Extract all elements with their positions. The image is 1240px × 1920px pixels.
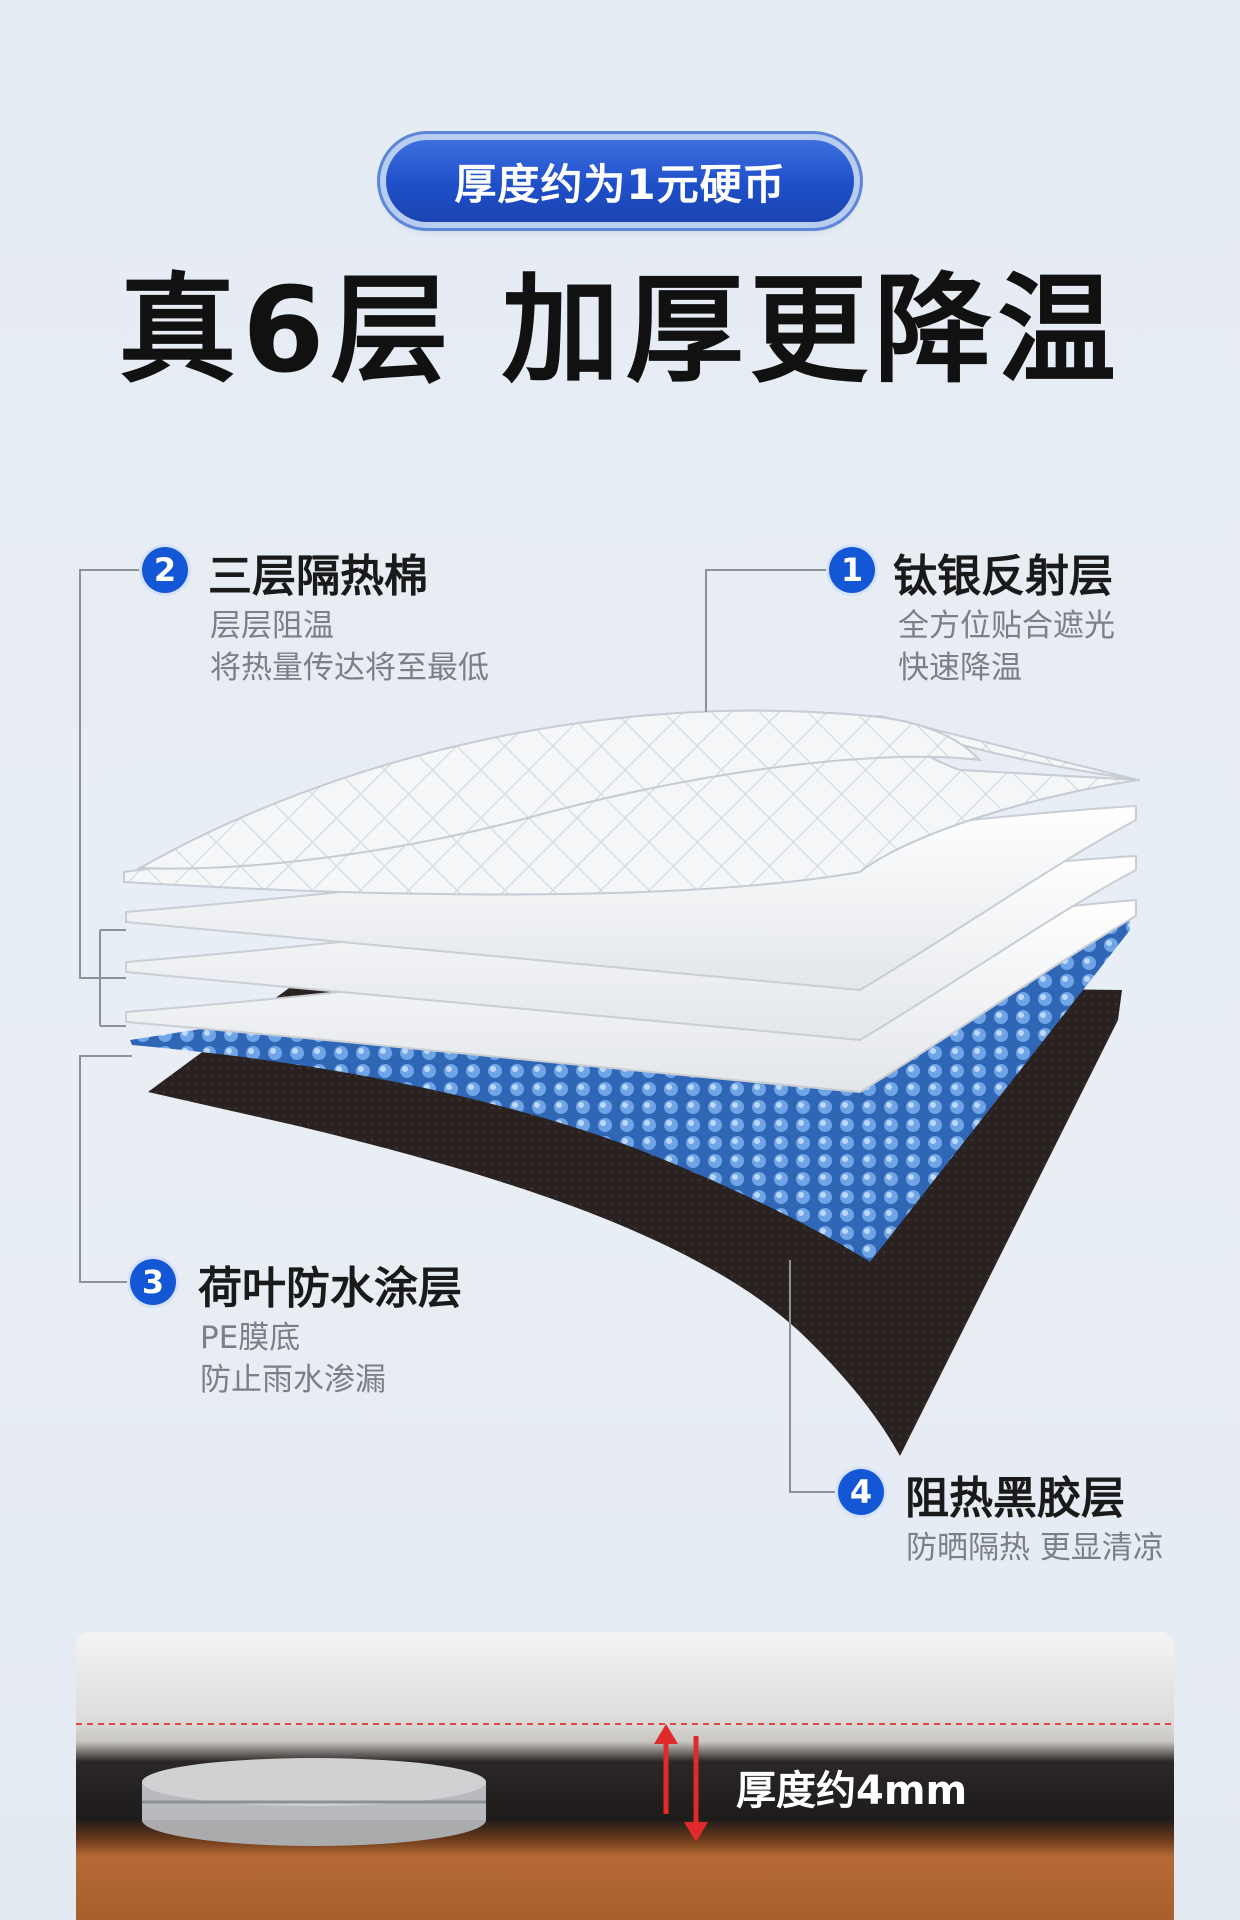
callout-line: 防止雨水渗漏 [200,1362,386,1398]
coin-comparison-graphic [76,1723,1174,1846]
callout-title: 钛银反射层 [893,551,1113,602]
callout-title: 阻热黑胶层 [905,1473,1125,1524]
callout-line: 全方位贴合遮光 [898,608,1115,644]
callout-title: 荷叶防水涂层 [198,1263,462,1314]
callout-line: 将热量传达将至最低 [210,650,489,686]
thickness-pill-badge: 厚度约为1元硬币 [386,140,854,222]
callout-line: PE膜底 [200,1320,301,1356]
thickness-comparison-photo [76,1632,1174,1920]
thickness-label: 厚度约4mm [736,1768,968,1814]
callout-number-badge: 4 [838,1469,884,1515]
page-title: 真6层 加厚更降温 [118,261,1122,399]
callout-number-badge: 1 [829,547,875,593]
callout-title: 三层隔热棉 [208,551,428,602]
thickness-pill-text: 厚度约为1元硬币 [454,159,786,209]
callout-number-badge: 2 [142,547,188,593]
callout-line: 层层阻温 [210,608,334,644]
callout-line: 快速降温 [898,650,1022,686]
callout-number-badge: 3 [130,1259,176,1305]
callout-line: 防晒隔热 更显清凉 [906,1530,1164,1566]
